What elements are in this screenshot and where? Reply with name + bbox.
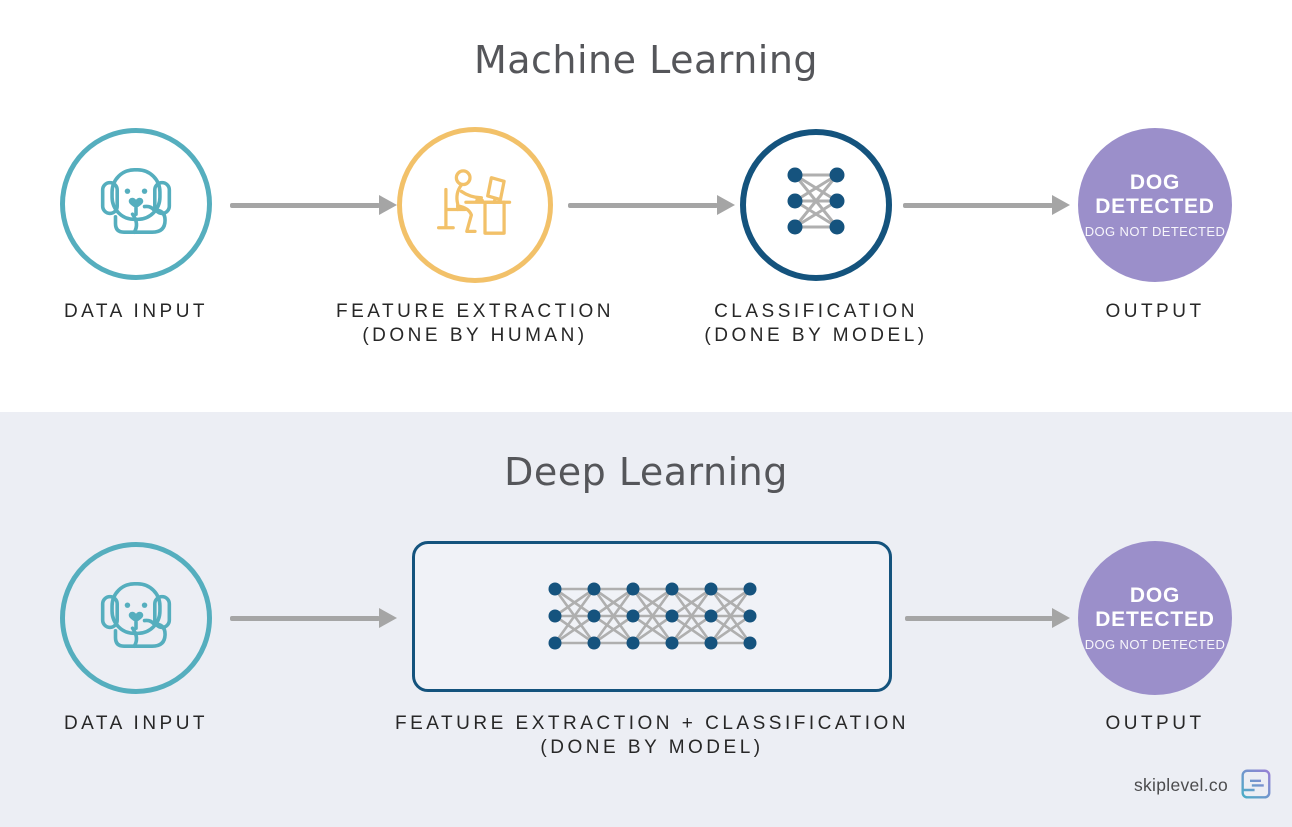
ml-data-input-label: DATA INPUT [63, 301, 209, 322]
human-at-desk-icon [425, 155, 525, 255]
neural-network-icon [780, 165, 852, 245]
ml-classification-circle [740, 129, 892, 281]
deep-learning-title: Deep Learning [504, 450, 788, 494]
ml-output-circle: DOG DETECTED DOG NOT DETECTED [1078, 128, 1232, 282]
dl-output-detected-text: DOG DETECTED [1095, 583, 1215, 631]
dl-data-input-label: DATA INPUT [63, 713, 209, 734]
ml-output-detected-text: DOG DETECTED [1095, 170, 1215, 218]
ml-output-label: OUTPUT [1105, 301, 1205, 322]
ml-feature-extraction-label: FEATURE EXTRACTION (DONE BY HUMAN) [336, 301, 614, 347]
dog-icon [89, 571, 183, 665]
dog-icon [89, 157, 183, 251]
dl-arrow-2 [905, 608, 1070, 628]
ml-arrow-2 [568, 195, 735, 215]
machine-learning-title: Machine Learning [473, 38, 819, 82]
ml-arrow-3 [903, 195, 1070, 215]
ml-output-not-detected-text: DOG NOT DETECTED [1084, 224, 1226, 240]
ml-arrow-1 [230, 195, 397, 215]
dl-arrow-1 [230, 608, 397, 628]
deep-neural-network-icon [527, 577, 777, 657]
dl-output-circle: DOG DETECTED DOG NOT DETECTED [1078, 541, 1232, 695]
ml-feature-extraction-circle [397, 127, 553, 283]
skiplevel-logo-icon [1239, 768, 1272, 801]
dl-data-input-circle [60, 542, 212, 694]
dl-output-label: OUTPUT [1105, 713, 1205, 734]
dl-model-box-label: FEATURE EXTRACTION + CLASSIFICATION (DON… [395, 713, 909, 759]
deep-learning-section: Deep Learning [0, 412, 1292, 827]
ml-classification-label: CLASSIFICATION (DONE BY MODEL) [704, 301, 928, 347]
machine-learning-section: Machine Learning [0, 0, 1292, 412]
brand-name: skiplevel.co [1133, 775, 1228, 795]
ml-data-input-circle [60, 128, 212, 280]
dl-model-box [412, 541, 892, 692]
dl-output-not-detected-text: DOG NOT DETECTED [1084, 637, 1226, 653]
